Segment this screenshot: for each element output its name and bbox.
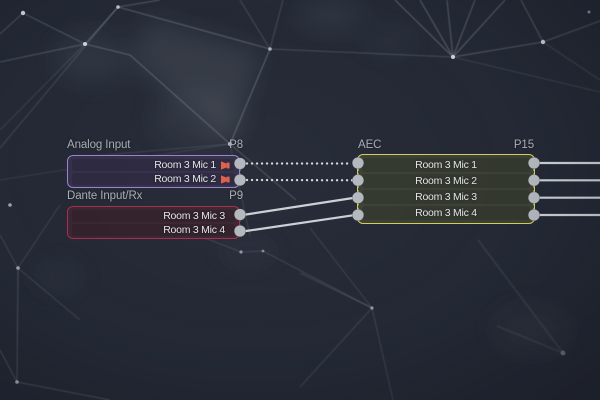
- channel-label: Room 3 Mic 4: [163, 224, 225, 236]
- muted-speaker-icon[interactable]: [220, 160, 231, 171]
- channel-label: Room 3 Mic 3: [163, 210, 225, 222]
- muted-speaker-icon[interactable]: [220, 174, 231, 185]
- channel-row-dante-4: Room 3 Mic 4: [72, 224, 235, 236]
- channel-label: Room 3 Mic 4: [415, 207, 477, 219]
- analog-input-pin-label: P8: [229, 139, 243, 151]
- analog-input-block[interactable]: Room 3 Mic 1 Room 3 Mic 2: [67, 155, 240, 188]
- channel-label: Room 3 Mic 2: [415, 175, 477, 187]
- analog-input-title: Analog Input: [67, 139, 131, 151]
- aec-title: AEC: [358, 139, 382, 151]
- dante-input-pin-label: P9: [229, 190, 243, 202]
- analog-input-header: Analog Input P8: [67, 139, 243, 151]
- channel-label: Room 3 Mic 1: [154, 159, 216, 171]
- channel-row-dante-3: Room 3 Mic 3: [72, 210, 235, 222]
- aec-block[interactable]: Room 3 Mic 1 Room 3 Mic 2 Room 3 Mic 3 R…: [357, 154, 535, 224]
- channel-label: Room 3 Mic 2: [154, 173, 216, 185]
- channel-row-aec-1: Room 3 Mic 1: [362, 158, 530, 172]
- dante-input-header: Dante Input/Rx P9: [67, 190, 243, 202]
- channel-label: Room 3 Mic 1: [415, 159, 477, 171]
- aec-pin-label: P15: [513, 139, 534, 151]
- channel-label: Room 3 Mic 3: [415, 191, 477, 203]
- aec-header: AEC P15: [358, 139, 534, 151]
- dante-input-title: Dante Input/Rx: [67, 190, 143, 202]
- channel-row-aec-3: Room 3 Mic 3: [362, 190, 530, 204]
- channel-row-aec-2: Room 3 Mic 2: [362, 174, 530, 188]
- channel-row-analog-2: Room 3 Mic 2: [72, 173, 235, 185]
- channel-row-aec-4: Room 3 Mic 4: [362, 206, 530, 220]
- channel-row-analog-1: Room 3 Mic 1: [72, 159, 235, 171]
- dante-input-block[interactable]: Room 3 Mic 3 Room 3 Mic 4: [67, 206, 240, 239]
